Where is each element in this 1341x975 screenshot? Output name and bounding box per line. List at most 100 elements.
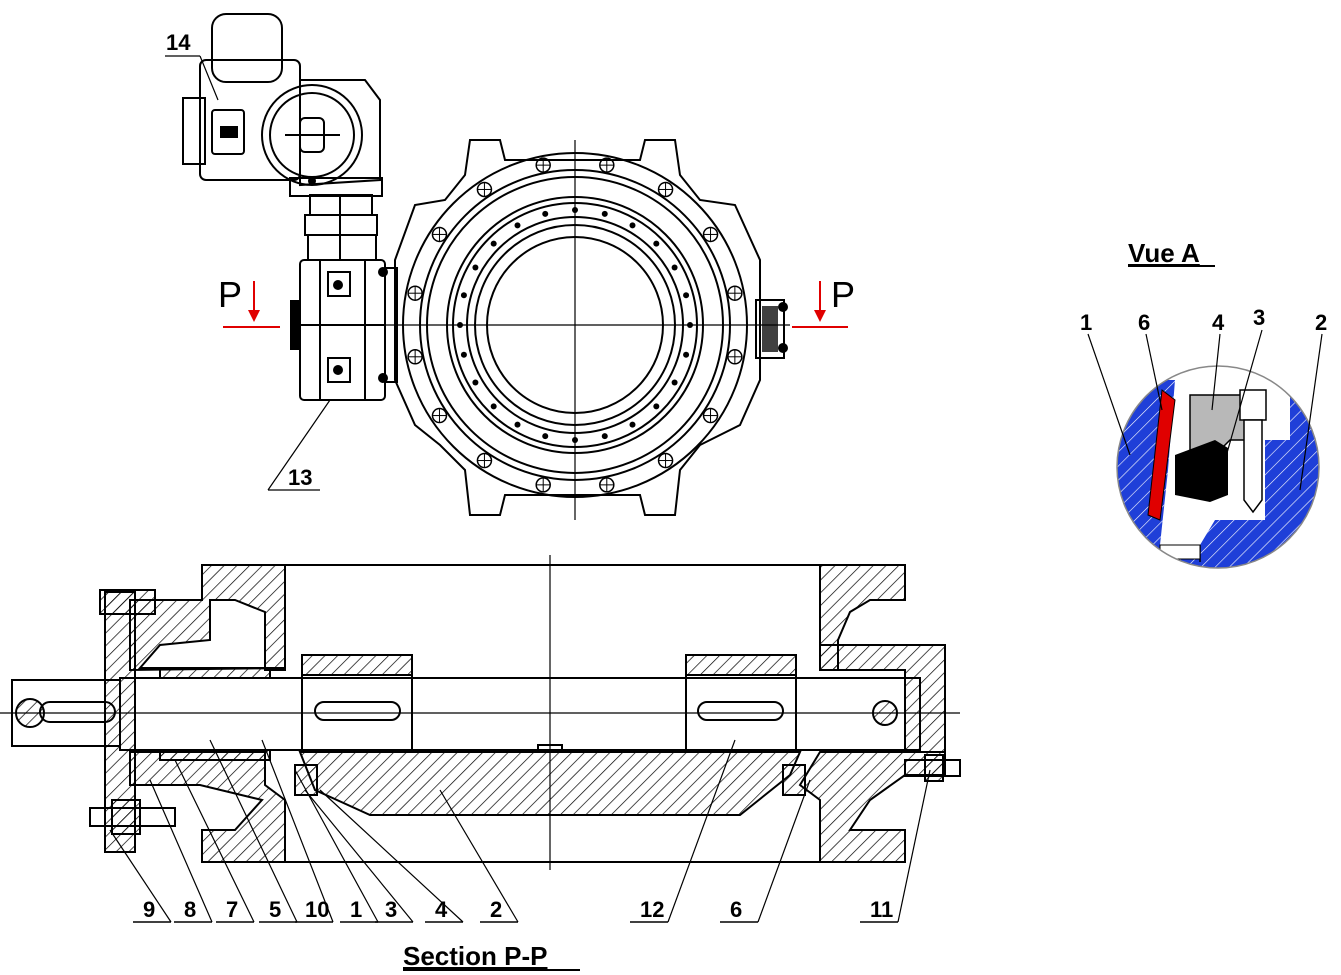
flange-bolt-icon [407, 349, 423, 365]
detail-callout-6: 6 [1138, 310, 1150, 335]
flange-bolt-icon [727, 349, 743, 365]
flange-bolt-icon [535, 477, 551, 493]
section-title: Section P-P [403, 941, 547, 971]
section-body-left-top [129, 564, 286, 672]
front-seat-screws [457, 207, 693, 443]
seat-screw-icon [542, 210, 549, 217]
seat-screw-icon [514, 421, 521, 428]
front-view: P P 14 13 [165, 13, 855, 520]
seat-screw-icon [490, 240, 497, 247]
detail-view-a: Vue A 1 6 4 3 2 [1080, 238, 1327, 569]
callout-14: 14 [165, 30, 219, 101]
seat-screw-icon [629, 421, 636, 428]
section-marker-left: P [218, 274, 280, 328]
section-callout-label: 11 [870, 897, 893, 922]
section-marker-right: P [792, 274, 855, 328]
section-callout-7: 7 [174, 759, 255, 923]
section-marker-right-label: P [831, 274, 855, 315]
front-flange-bolts [407, 157, 743, 493]
seat-screw-icon [472, 264, 479, 271]
seat-screw-icon [683, 351, 690, 358]
seat-screw-icon [472, 379, 479, 386]
disc-boss-right [685, 654, 797, 753]
detail-callout-4: 4 [1212, 310, 1225, 335]
callout-14-label: 14 [166, 30, 191, 55]
section-callout-label: 12 [640, 897, 664, 922]
seat-screw-icon [542, 433, 549, 440]
seat-screw-icon [629, 222, 636, 229]
seat-screw-icon [601, 210, 608, 217]
section-callout-4: 4 [319, 789, 464, 923]
section-callout-8: 8 [149, 779, 213, 923]
seat-screw-icon [572, 437, 578, 443]
seat-screw-icon [671, 264, 678, 271]
detail-callout-3: 3 [1253, 305, 1265, 330]
seat-screw-icon [683, 292, 690, 299]
section-body-right-bottom [798, 751, 946, 863]
section-callout-label: 9 [143, 897, 155, 922]
section-callout-label: 5 [269, 897, 281, 922]
left-nut [111, 799, 141, 835]
section-callout-label: 3 [385, 897, 397, 922]
gearbox [290, 259, 398, 401]
seat-screw-icon [671, 379, 678, 386]
section-body-right-flange [819, 644, 946, 753]
section-callout-label: 7 [226, 897, 238, 922]
section-callout-label: 8 [184, 897, 196, 922]
flange-bolt-icon [702, 226, 719, 243]
seat-screw-icon [653, 403, 660, 410]
flange-bolt-icon [727, 285, 743, 301]
section-body-left-bottom [129, 751, 286, 863]
actuator-coupling [304, 194, 378, 261]
section-callout-label: 6 [730, 897, 742, 922]
section-marker-left-label: P [218, 274, 242, 315]
right-stub-bracket [755, 299, 788, 359]
detail-callout-1: 1 [1080, 310, 1092, 335]
section-callout-5: 5 [209, 739, 298, 923]
section-callout-10: 10 [261, 739, 334, 923]
flange-bolt-icon [476, 452, 493, 469]
disc-boss-left [301, 654, 413, 753]
flange-bolt-icon [431, 226, 448, 243]
callout-13: 13 [267, 399, 331, 491]
seat-screw-icon [687, 322, 693, 328]
seat-screw-icon [514, 222, 521, 229]
section-callout-3: 3 [304, 789, 414, 923]
flange-bolt-icon [476, 181, 493, 198]
detail-title: Vue A [1128, 238, 1200, 268]
flange-bolt-icon [535, 157, 551, 173]
shaft [0, 667, 960, 761]
seat-screw-icon [653, 240, 660, 247]
detail-callout-2: 2 [1315, 310, 1327, 335]
flange-bolt-icon [599, 157, 615, 173]
seat-screw-icon [457, 322, 463, 328]
flange-bolt-icon [407, 285, 423, 301]
seat-screw-icon [490, 403, 497, 410]
section-callout-label: 10 [305, 897, 329, 922]
section-callout-12: 12 [630, 739, 736, 923]
right-nut [924, 754, 944, 782]
section-callout-label: 4 [435, 897, 448, 922]
section-callout-11: 11 [860, 769, 931, 923]
section-callout-6: 6 [720, 779, 811, 923]
section-callout-label: 1 [350, 897, 362, 922]
section-callout-2: 2 [439, 789, 519, 923]
seal-right [782, 764, 806, 796]
seat-screw-icon [460, 351, 467, 358]
section-callout-9: 9 [109, 829, 172, 923]
flange-bolt-icon [702, 407, 719, 424]
callout-13-label: 13 [288, 465, 312, 490]
flange-bolt-icon [657, 181, 674, 198]
seal-left [294, 764, 318, 796]
flange-bolt-icon [599, 477, 615, 493]
left-cover-lug [99, 589, 156, 615]
seat-screw-icon [572, 207, 578, 213]
flange-bolt-icon [431, 407, 448, 424]
seat-screw-icon [460, 292, 467, 299]
flange-bolt-icon [657, 452, 674, 469]
seat-screw-icon [601, 433, 608, 440]
section-callout-label: 2 [490, 897, 502, 922]
